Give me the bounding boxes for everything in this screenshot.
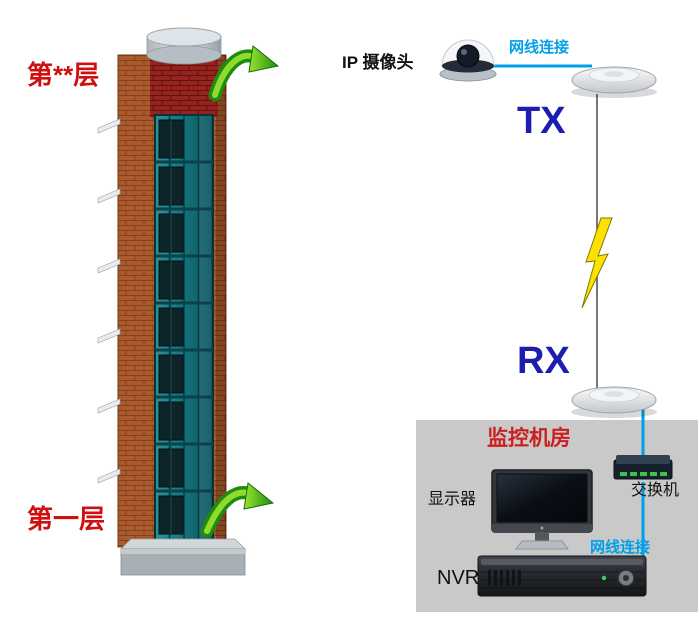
rx-label: RX — [517, 340, 570, 382]
floor-bottom-label: 第一层 — [27, 504, 106, 534]
tower-base-slab — [120, 538, 246, 576]
top-floor-red-section — [150, 55, 218, 117]
ip-camera-icon — [439, 39, 497, 82]
tx-label: TX — [517, 100, 566, 142]
monitor-icon — [491, 469, 593, 550]
green-arrow-bottom-icon — [200, 482, 275, 538]
tower-roof-cap — [146, 27, 222, 65]
glass-elevator-shaft — [154, 114, 214, 542]
switch-label: 交换机 — [631, 482, 680, 499]
nvr-icon — [477, 555, 647, 597]
ip-camera-label: IP 摄像头 — [342, 53, 414, 72]
cable-label-bottom: 网线连接 — [590, 539, 651, 556]
monitor-room-title: 监控机房 — [487, 427, 571, 450]
floor-ledges — [97, 118, 121, 484]
green-arrow-top-icon — [208, 45, 280, 102]
tx-device-icon — [570, 66, 658, 99]
switch-icon — [613, 455, 673, 480]
rx-device-icon — [570, 386, 658, 419]
monitor-label: 显示器 — [428, 491, 477, 508]
floor-top-label: 第**层 — [27, 60, 100, 90]
nvr-label: NVR — [437, 567, 480, 589]
lightning-bolt-icon — [581, 217, 613, 309]
cable-label-top: 网线连接 — [509, 39, 570, 56]
elevator-cars — [158, 119, 184, 535]
elevator-tower-illustration — [97, 27, 280, 576]
